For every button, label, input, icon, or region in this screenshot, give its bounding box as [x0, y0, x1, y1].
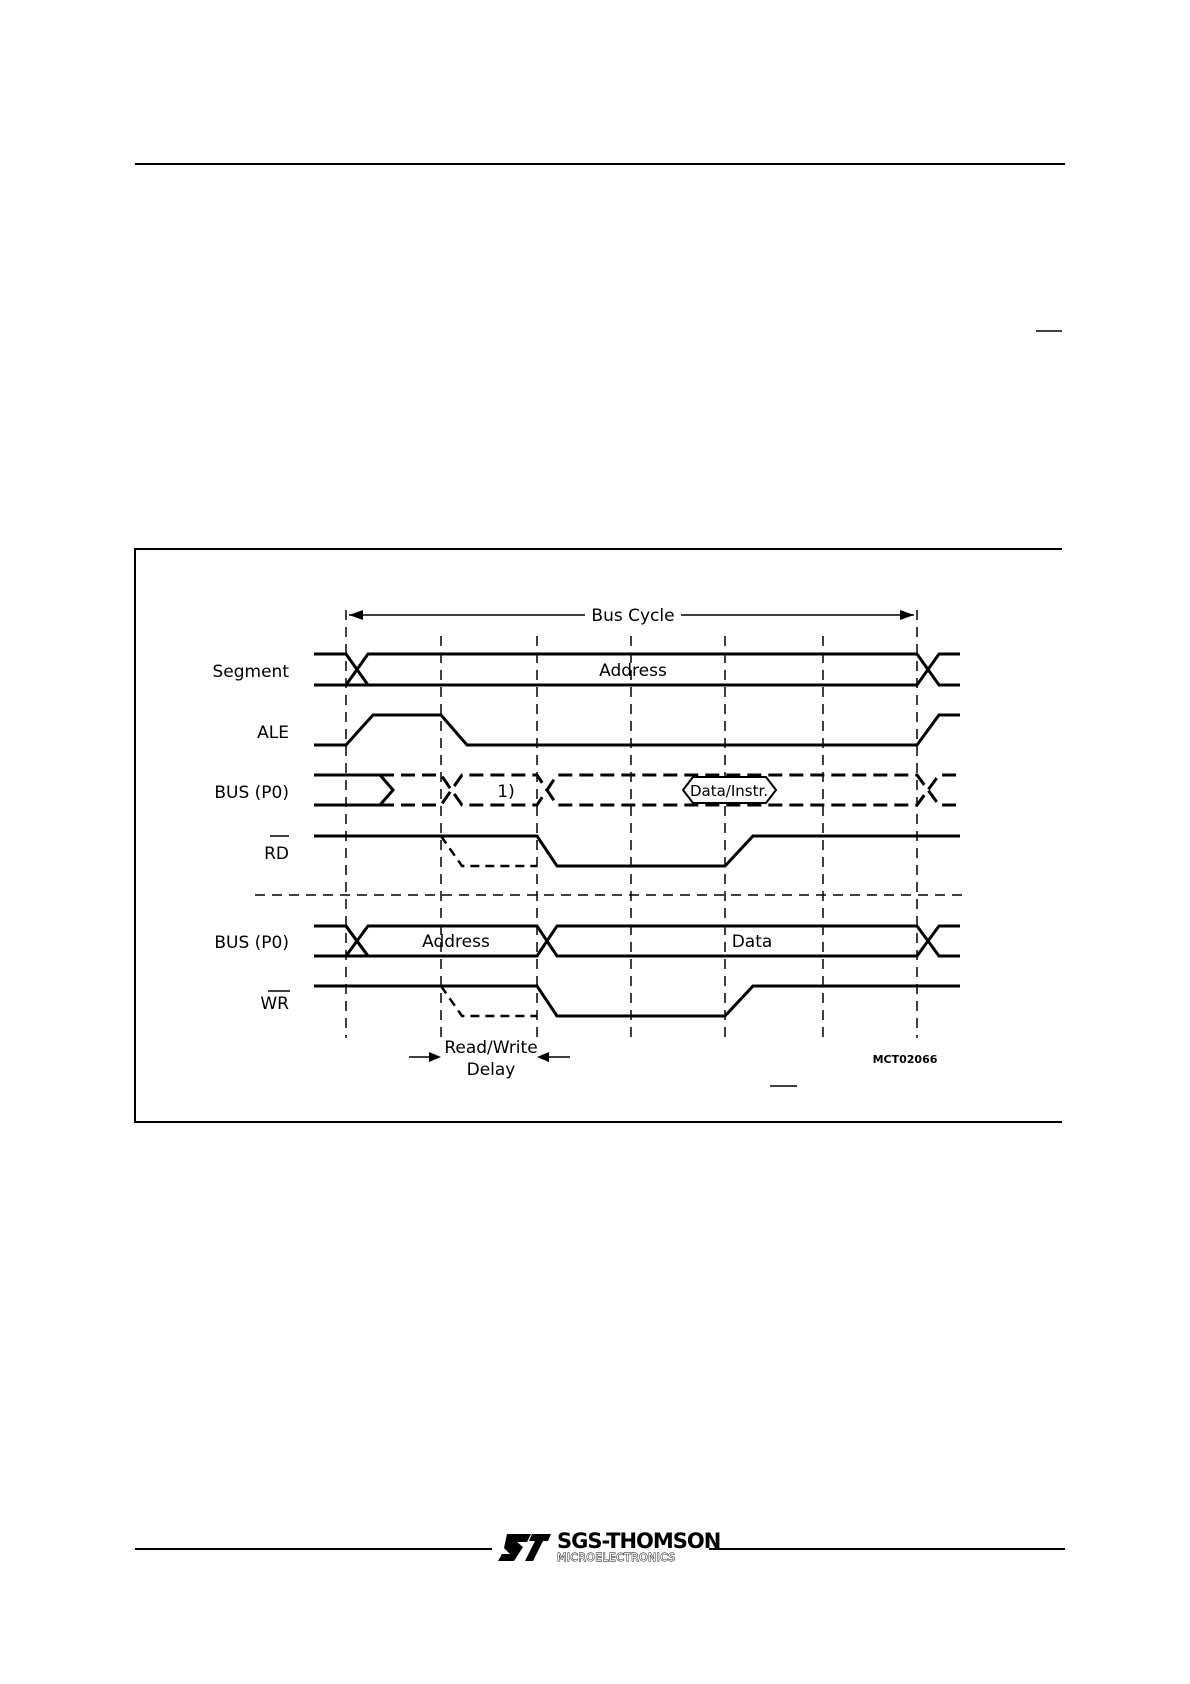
bus-read-waveform — [314, 773, 960, 807]
wr-waveform — [314, 984, 960, 1018]
logo-company-name: SGS-THOMSON — [557, 1529, 720, 1553]
write-address-value: Address — [422, 932, 490, 952]
ale-waveform — [314, 713, 960, 747]
bus-cycle-label: Bus Cycle — [591, 606, 674, 626]
read-footnote-marker: 1) — [497, 782, 514, 802]
st-logo-icon — [498, 1534, 551, 1561]
signal-label-ale: ALE — [257, 723, 289, 743]
rd-waveform — [314, 834, 960, 868]
timing-guides — [345, 610, 918, 1038]
signal-label-rd: RD — [264, 844, 289, 864]
delay-label-line1: Read/Write — [444, 1038, 537, 1058]
figure-code: MCT02066 — [873, 1053, 938, 1066]
figure-frame — [134, 548, 1062, 1123]
segment-waveform — [314, 652, 960, 687]
read-data-instr-value: Data/Instr. — [690, 782, 768, 800]
arrowheads — [349, 610, 914, 1062]
header-rule — [135, 163, 1065, 165]
delay-label-line2: Delay — [467, 1060, 516, 1080]
segment-address-value: Address — [599, 661, 667, 681]
bus-write-waveform — [314, 924, 960, 958]
logo-company-subtitle: MICROELECTRONICS — [557, 1551, 675, 1564]
signal-label-segment: Segment — [213, 662, 290, 682]
write-data-value: Data — [732, 932, 773, 952]
signal-label-bus-write: BUS (P0) — [214, 933, 289, 953]
signal-label-bus-read: BUS (P0) — [214, 783, 289, 803]
signal-label-wr: WR — [260, 994, 289, 1014]
active-low-overbars — [268, 330, 1062, 1087]
